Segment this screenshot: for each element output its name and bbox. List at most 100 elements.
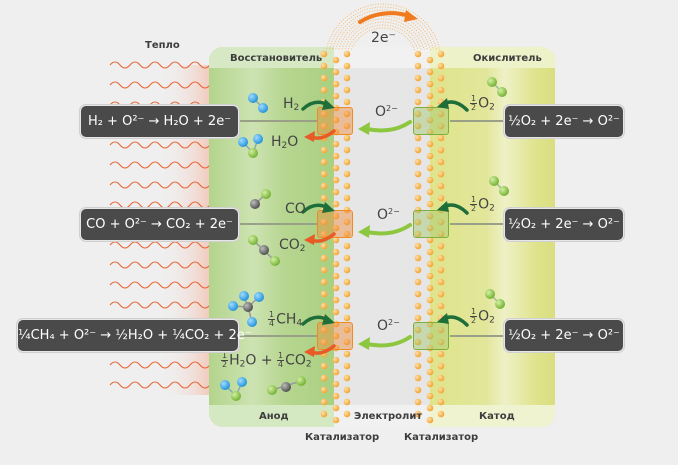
catalyst-dot — [320, 278, 328, 286]
catalyst-dot — [320, 290, 328, 298]
catalyst-dot — [343, 374, 351, 382]
electron-arc-line — [325, 3, 441, 50]
anode-label: Анод — [259, 411, 289, 422]
catalyst-dot — [426, 260, 434, 268]
fuel-in-arrowhead-icon — [322, 202, 335, 213]
catalyst-dot — [426, 152, 434, 160]
catalyst-dot — [343, 218, 351, 226]
catalyst-dot — [414, 230, 422, 238]
catalyst-dot — [343, 242, 351, 250]
catalyst-dot — [426, 308, 434, 316]
row3-cathode-line — [450, 335, 506, 337]
product-out-arrowhead-icon — [304, 234, 315, 245]
electron-arc-line — [328, 6, 438, 50]
cathode-footer-band — [430, 405, 555, 427]
electron-arc-line — [344, 21, 422, 50]
catalyst-dot — [437, 398, 445, 406]
catalyst-dot — [437, 134, 445, 142]
co2-molecule-icon — [267, 376, 306, 395]
catalyst-dot — [343, 194, 351, 202]
oxidant-in-arrowhead-icon — [437, 201, 449, 212]
catalyst-dot — [437, 194, 445, 202]
catalyst-dot — [414, 254, 422, 262]
catalyst-dot — [426, 404, 434, 412]
catalyst-dot — [437, 242, 445, 250]
catalyst-dot — [437, 278, 445, 286]
catalyst-dot — [332, 308, 340, 316]
catalyst-dot — [332, 392, 340, 400]
catalyst-dot — [426, 392, 434, 400]
catalyst-dot — [426, 128, 434, 136]
electrons-label: 2e⁻ — [371, 30, 396, 46]
catalyst-dot — [332, 416, 340, 424]
catalyst-dot — [332, 380, 340, 388]
h2-molecule-icon — [248, 93, 268, 113]
catalyst-dot — [414, 110, 422, 118]
row2-anode-equation: CO + O²⁻ → CO₂ + 2e⁻ — [80, 208, 239, 241]
ch4-molecule-icon — [228, 291, 264, 327]
row1-cathode-reaction-site — [413, 107, 449, 135]
row2-cathode-reaction-site — [413, 210, 449, 238]
anode-footer-band — [209, 405, 334, 427]
catalyst-dot — [414, 374, 422, 382]
cathode-header-band — [430, 47, 555, 68]
catalyst-dot — [414, 146, 422, 154]
catalyst-dot — [343, 350, 351, 358]
catalyst-dot — [437, 122, 445, 130]
catalyst-dot — [437, 170, 445, 178]
catalyst-dot — [343, 386, 351, 394]
catalyst-dot — [332, 68, 340, 76]
catalyst-dot — [332, 92, 340, 100]
row1-anode-line — [237, 120, 317, 122]
oxygen-ion-arrowhead-icon — [358, 337, 370, 350]
catalyst-dot — [437, 362, 445, 370]
catalyst-dot — [343, 326, 351, 334]
catalyst-dot — [332, 212, 340, 220]
row1-fuel-label: H2 — [283, 96, 300, 113]
catalyst-dot — [332, 356, 340, 364]
catalyst-dot — [343, 50, 351, 58]
oxygen-ion-arrow-icon — [365, 335, 412, 348]
electrolyte-label: Электролит — [354, 411, 423, 422]
catalyst-dot — [332, 296, 340, 304]
product-out-arrowhead-icon — [304, 346, 315, 357]
catalyst-dot — [426, 140, 434, 148]
anode-header-band — [209, 47, 334, 68]
catalyst-dot — [320, 266, 328, 274]
catalyst-dot — [414, 194, 422, 202]
catalyst-dot — [437, 338, 445, 346]
catalyst-dot — [332, 236, 340, 244]
row2-product-label: CO2 — [279, 237, 306, 254]
catalyst-dot — [414, 242, 422, 250]
catalyst-dot — [343, 266, 351, 274]
catalyst-dot — [414, 62, 422, 70]
catalyst-dot — [343, 398, 351, 406]
row2-cathode-equation: ½O₂ + 2e⁻ → O²⁻ — [504, 208, 624, 241]
catalyst-dot — [332, 200, 340, 208]
catalyst-dot — [426, 248, 434, 256]
catalyst-dot — [343, 314, 351, 322]
catalyst-dot — [320, 326, 328, 334]
catalyst-dot — [426, 116, 434, 124]
electrolyte-footer-band — [334, 405, 430, 427]
row3-ion-label: O2− — [377, 318, 400, 334]
catalyst-dot — [332, 260, 340, 268]
co-molecule-icon — [250, 189, 271, 209]
catalyst-dot — [414, 98, 422, 106]
catalyst-dot — [426, 56, 434, 64]
catalyst-dot — [343, 86, 351, 94]
catalyst-dot — [320, 158, 328, 166]
o2-molecule-icon — [487, 77, 507, 97]
catalyst-dot — [437, 146, 445, 154]
catalyst-dot — [332, 248, 340, 256]
cathode-label: Катод — [479, 411, 515, 422]
catalyst-dot — [437, 410, 445, 418]
catalyst-dot — [343, 290, 351, 298]
catalyst-dot — [414, 386, 422, 394]
oxygen-ion-arrow-icon — [365, 120, 412, 133]
